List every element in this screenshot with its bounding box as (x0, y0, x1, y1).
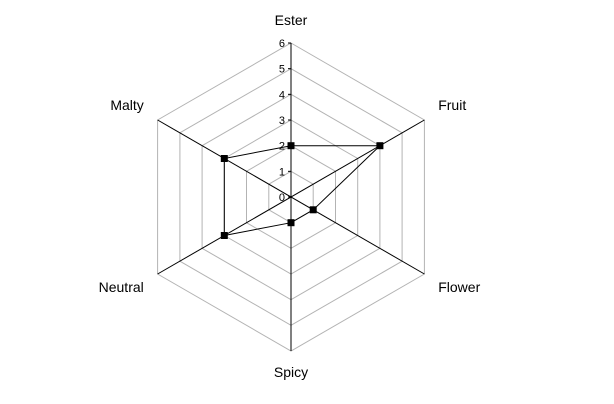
axis-label-malty: Malty (110, 97, 143, 113)
axis-label-ester: Ester (275, 12, 308, 28)
data-point-marker (287, 219, 295, 227)
data-point-marker (309, 206, 317, 214)
data-point-marker (220, 232, 228, 239)
tick-label: 2 (279, 141, 285, 153)
tick-label: 3 (279, 115, 285, 127)
axis-label-fruit: Fruit (438, 97, 466, 113)
tick-label: 6 (279, 38, 285, 50)
tick-label: 0 (279, 192, 285, 204)
tick-label: 1 (279, 166, 285, 178)
axis-label-flower: Flower (438, 279, 480, 295)
data-point-marker (376, 142, 384, 150)
data-point-marker (220, 155, 228, 162)
tick-label: 5 (279, 64, 285, 76)
tick-label: 4 (279, 89, 285, 101)
axis-label-spicy: Spicy (274, 364, 308, 380)
axis-label-neutral: Neutral (99, 279, 144, 295)
data-point-marker (287, 142, 295, 150)
